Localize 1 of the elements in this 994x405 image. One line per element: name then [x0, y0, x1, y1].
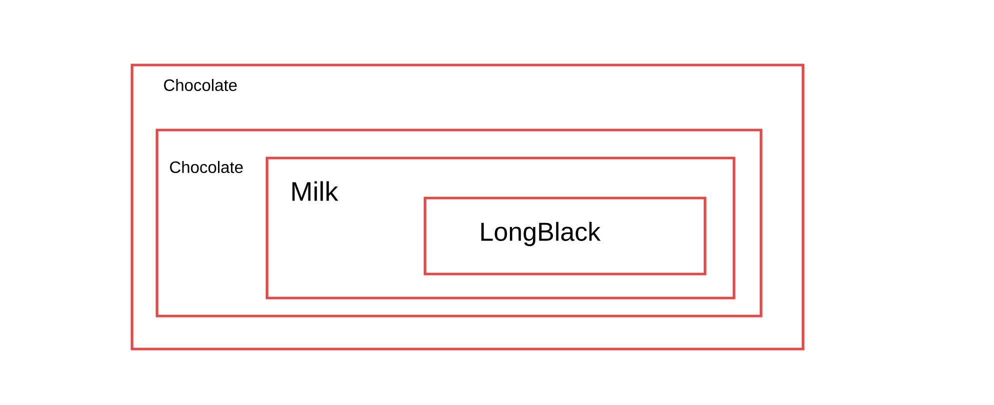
nested-box: LongBlack	[424, 196, 706, 276]
